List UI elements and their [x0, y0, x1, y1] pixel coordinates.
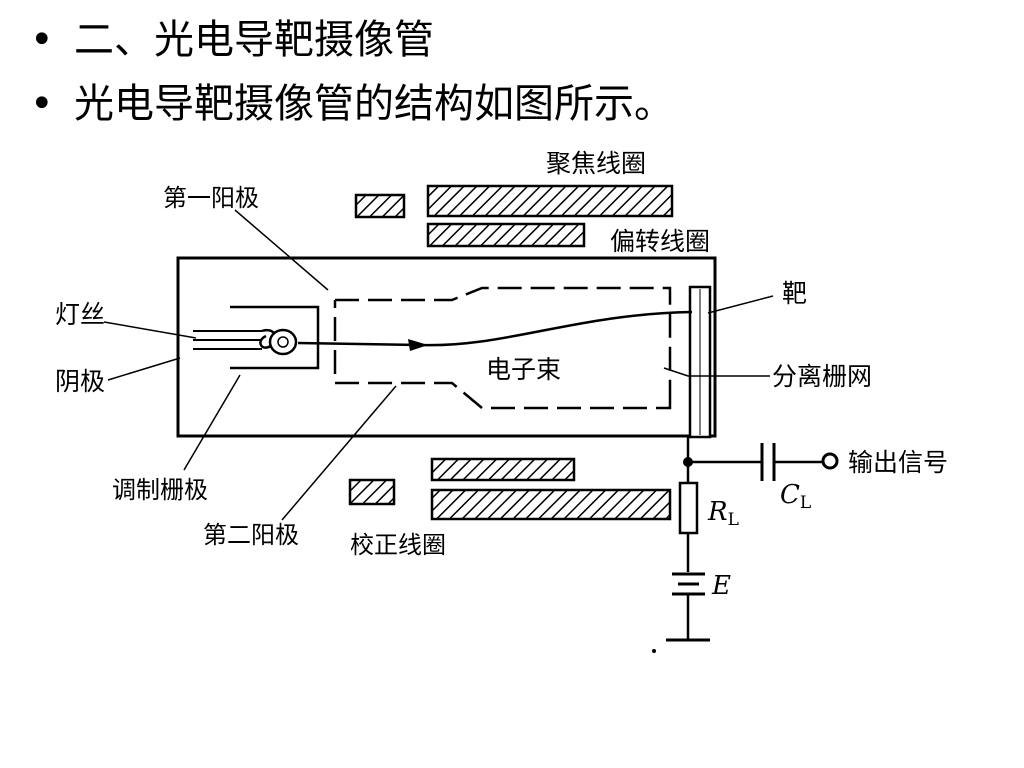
label-second-anode: 第二阳极 — [203, 521, 299, 549]
label-load-resistor-sub: L — [728, 510, 739, 530]
label-control-grid: 调制栅极 — [112, 476, 208, 504]
focus-coil-small-top — [354, 193, 406, 219]
bullet-marker: • — [30, 81, 54, 127]
cathode-head-inner — [277, 336, 289, 348]
label-filament: 灯丝 — [55, 300, 105, 329]
label-capacitor-main: C — [780, 480, 800, 510]
cathode-head — [268, 328, 298, 356]
label-output-signal: 输出信号 — [848, 448, 948, 477]
bullet-item-description: • 光电导靶摄像管的结构如图所示。 — [30, 72, 674, 136]
label-capacitor-sub: L — [800, 493, 811, 513]
leader-target — [707, 295, 774, 314]
focus-coil-top — [426, 184, 674, 218]
label-first-anode: 第一阳极 — [163, 184, 259, 212]
leader-filament — [103, 321, 197, 339]
electron-beam — [297, 310, 693, 347]
electron-beam-arrow — [408, 339, 428, 351]
control-grid — [230, 305, 320, 370]
leader-second-anode — [281, 385, 397, 521]
second-anode-bottom — [333, 300, 672, 410]
leader-first-anode — [234, 209, 329, 291]
label-deflection-coil: 偏转线圈 — [610, 227, 710, 256]
second-anode-top — [335, 286, 672, 398]
speck-dot — [652, 649, 656, 653]
correction-coil-small — [348, 478, 396, 506]
label-electron-beam: 电子束 — [486, 355, 561, 384]
label-capacitor: CL — [780, 480, 811, 513]
bullet-text-title: 二、光电导靶摄像管 — [74, 17, 434, 63]
deflection-coil-bottom — [430, 457, 576, 482]
bullet-marker: • — [30, 17, 54, 63]
leader-control-grid — [183, 374, 241, 471]
label-load-resistor-main: R — [707, 497, 728, 527]
label-target: 靶 — [782, 279, 807, 308]
focus-coil-bottom — [430, 488, 672, 521]
tube-envelope — [176, 256, 717, 438]
bullet-item-title: • 二、光电导靶摄像管 — [30, 8, 674, 72]
leader-cathode — [107, 357, 181, 381]
deflection-coil-top — [426, 222, 586, 248]
label-separation-grid: 分离栅网 — [772, 362, 872, 391]
label-battery: E — [711, 571, 731, 601]
label-focus-coil: 聚焦线圈 — [546, 149, 646, 178]
bullet-text-description: 光电导靶摄像管的结构如图所示。 — [74, 81, 674, 127]
load-resistor — [678, 481, 699, 535]
label-correction-coil: 校正线圈 — [350, 531, 446, 559]
bullet-list: • 二、光电导靶摄像管 • 光电导靶摄像管的结构如图所示。 — [30, 8, 674, 136]
output-terminal — [821, 452, 839, 470]
label-load-resistor: RL — [707, 497, 739, 530]
leader-separation-grid — [663, 367, 770, 377]
label-cathode: 阴极 — [55, 367, 105, 396]
